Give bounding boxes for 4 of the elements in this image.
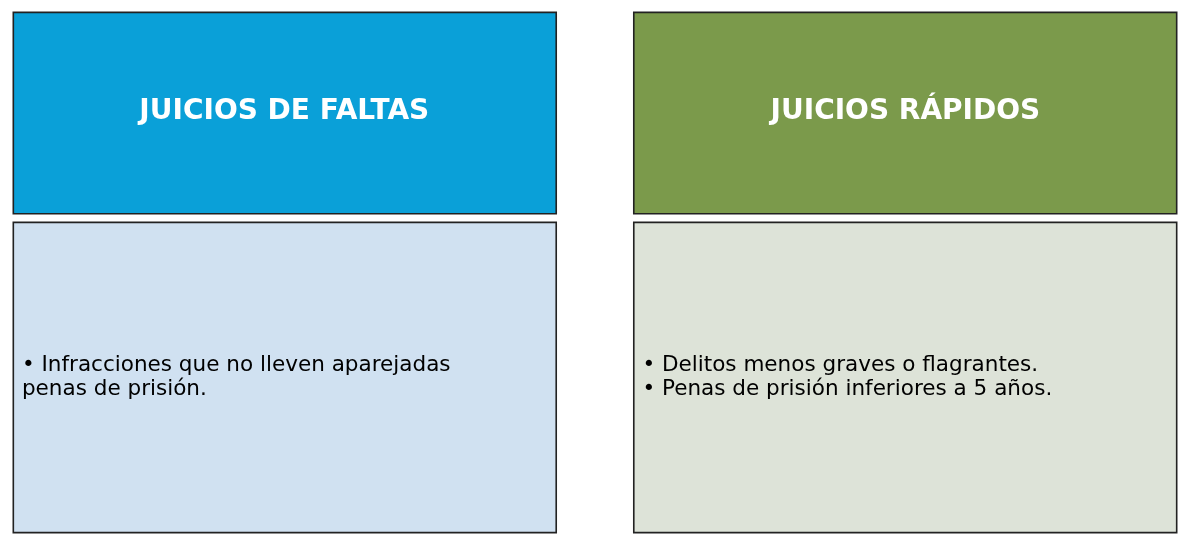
node-box: • Infracciones que no lleven aparejadas penas de prisión.	[12, 221, 558, 534]
node-box: JUICIOS RÁPIDOS	[632, 11, 1178, 215]
node-box: JUICIOS DE FALTAS	[12, 11, 558, 215]
node-box: • Delitos menos graves o flagrantes. • Penas de prisión inferiores a 5 años.	[632, 221, 1178, 534]
